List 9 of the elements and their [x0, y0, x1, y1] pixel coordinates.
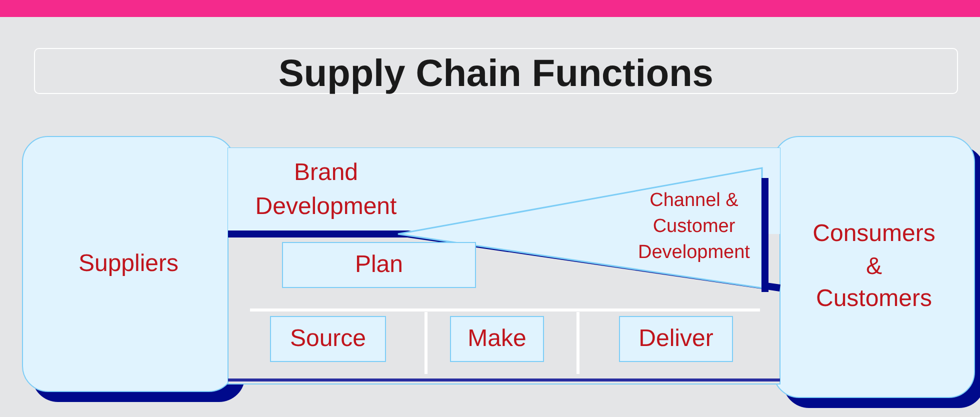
node-label: Channel & Customer Development [637, 189, 751, 266]
node-label: Make [468, 325, 526, 353]
node-label: Suppliers [77, 248, 180, 279]
node-label: Deliver [638, 325, 714, 353]
node-label: Consumers & Customers [812, 219, 936, 314]
node-label: Source [290, 325, 366, 353]
title: Supply Chain Functions [278, 53, 714, 96]
node-label: Brand Development [254, 158, 398, 222]
node-label: Plan [354, 251, 404, 279]
